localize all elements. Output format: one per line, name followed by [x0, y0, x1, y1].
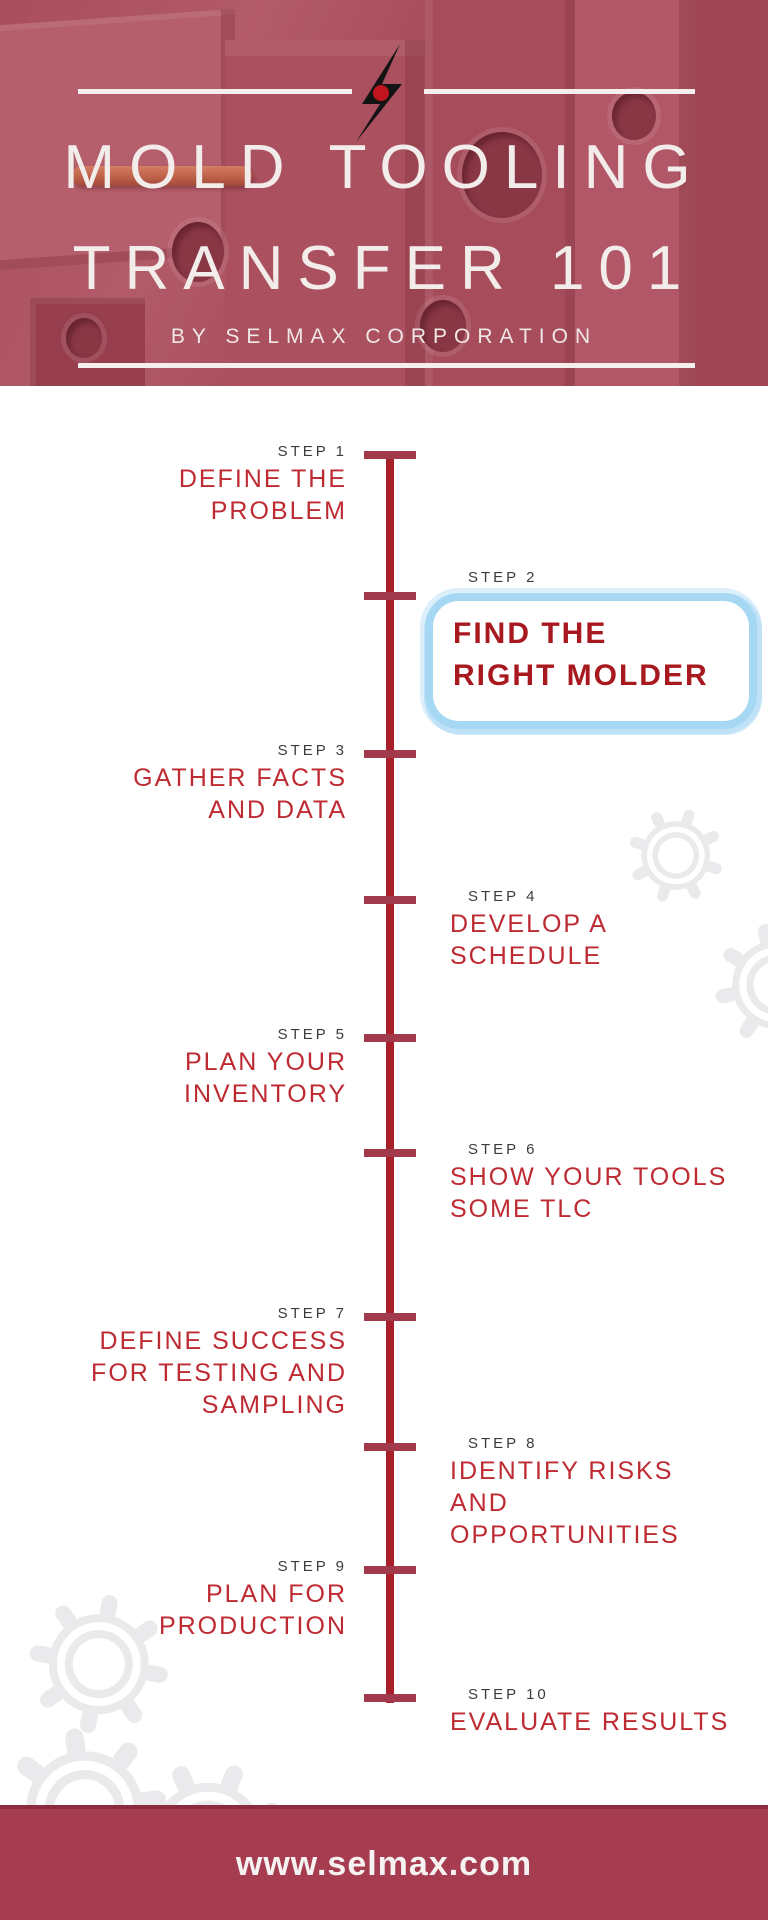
- step-title-line: FOR TESTING AND: [91, 1359, 347, 1387]
- timeline-step-10: STEP 10 EVALUATE RESULTS: [450, 1687, 729, 1738]
- step-title-line: AND: [450, 1489, 509, 1517]
- step-title-line: DEFINE SUCCESS: [99, 1327, 347, 1355]
- step-title-line: PLAN YOUR: [184, 1048, 347, 1076]
- step-title: DEFINE SUCCESS FOR TESTING AND SAMPLING: [91, 1325, 347, 1421]
- timeline-step-3: STEP 3 GATHER FACTS AND DATA: [133, 743, 347, 826]
- step-label: STEP 2: [468, 569, 538, 586]
- header-rule-bottom: [78, 363, 695, 368]
- step-title-line: GATHER FACTS: [133, 764, 347, 792]
- step-title-line: DEFINE THE: [178, 465, 347, 493]
- step-title: FIND THE RIGHT MOLDER: [453, 613, 749, 697]
- page-subtitle: BY SELMAX CORPORATION: [170, 325, 598, 348]
- hero-header: [0, 0, 768, 386]
- step-title-line: INVENTORY: [184, 1080, 347, 1108]
- step-label: STEP 1: [277, 443, 347, 460]
- step-label: STEP 4: [468, 888, 538, 905]
- page-title-line2: TRANSFER 101: [72, 234, 696, 303]
- timeline-step-8: STEP 8 IDENTIFY RISKS AND OPPORTUNITIES: [450, 1436, 680, 1551]
- step-label: STEP 3: [277, 742, 347, 759]
- step-title-line: PLAN FOR: [205, 1580, 347, 1608]
- timeline-tick-1: [364, 451, 416, 459]
- step-title-line: EVALUATE RESULTS: [450, 1708, 730, 1736]
- timeline-step-5: STEP 5 PLAN YOUR INVENTORY: [184, 1027, 347, 1110]
- timeline-tick-7: [364, 1313, 416, 1321]
- step-title-line: SHOW YOUR TOOLS: [450, 1163, 728, 1191]
- step-title-line: SOME TLC: [450, 1195, 594, 1223]
- step-title-line: AND DATA: [208, 796, 347, 824]
- timeline-step-4: STEP 4 DEVELOP A SCHEDULE: [450, 889, 608, 972]
- lightning-bolt-icon: [356, 44, 402, 142]
- step-title: PLAN YOUR INVENTORY: [184, 1046, 347, 1110]
- step-label: STEP 5: [277, 1026, 347, 1043]
- timeline-tick-6: [364, 1149, 416, 1157]
- website-url[interactable]: www.selmax.com: [235, 1845, 533, 1883]
- step-title-line: SAMPLING: [201, 1391, 347, 1419]
- step-title-line: PROBLEM: [210, 497, 347, 525]
- step-label: STEP 6: [468, 1141, 538, 1158]
- step-title: DEVELOP A SCHEDULE: [450, 908, 608, 972]
- timeline-tick-2: [364, 592, 416, 600]
- step-title-line: RIGHT MOLDER: [453, 659, 709, 692]
- step-title-line: OPPORTUNITIES: [450, 1521, 680, 1549]
- timeline-tick-10: [364, 1694, 416, 1702]
- step-title: PLAN FOR PRODUCTION: [159, 1578, 347, 1642]
- step-title: EVALUATE RESULTS: [450, 1706, 729, 1738]
- highlight-box: FIND THE RIGHT MOLDER: [425, 593, 757, 729]
- timeline-step-1: STEP 1 DEFINE THE PROBLEM: [179, 444, 347, 527]
- page-title-line1: MOLD TOOLING: [63, 133, 705, 202]
- step-label: STEP 9: [277, 1558, 347, 1575]
- timeline-step-9: STEP 9 PLAN FOR PRODUCTION: [159, 1559, 347, 1642]
- header-rule-right: [424, 89, 695, 94]
- step-title: IDENTIFY RISKS AND OPPORTUNITIES: [450, 1455, 680, 1551]
- step-title: DEFINE THE PROBLEM: [179, 463, 347, 527]
- timeline-step-2: STEP 2: [450, 570, 537, 586]
- step-title-line: FIND THE: [453, 617, 608, 650]
- step-title-line: SCHEDULE: [450, 942, 603, 970]
- step-label: STEP 7: [277, 1305, 347, 1322]
- timeline-tick-9: [364, 1566, 416, 1574]
- step-title: GATHER FACTS AND DATA: [133, 762, 347, 826]
- step-title-line: IDENTIFY RISKS: [450, 1457, 674, 1485]
- step-title: SHOW YOUR TOOLS SOME TLC: [450, 1161, 727, 1225]
- header-rule-left: [78, 89, 352, 94]
- footer-bar: www.selmax.com: [0, 1805, 768, 1920]
- step-label: STEP 8: [468, 1435, 538, 1452]
- timeline-tick-4: [364, 896, 416, 904]
- timeline-line: [386, 451, 394, 1703]
- step-title-line: PRODUCTION: [158, 1612, 347, 1640]
- timeline-step-7: STEP 7 DEFINE SUCCESS FOR TESTING AND SA…: [91, 1306, 347, 1421]
- timeline-tick-5: [364, 1034, 416, 1042]
- logo-red-dot: [373, 85, 389, 101]
- timeline-tick-3: [364, 750, 416, 758]
- timeline-step-6: STEP 6 SHOW YOUR TOOLS SOME TLC: [450, 1142, 727, 1225]
- step-title-line: DEVELOP A: [450, 910, 608, 938]
- step-label: STEP 10: [468, 1686, 549, 1703]
- timeline-tick-8: [364, 1443, 416, 1451]
